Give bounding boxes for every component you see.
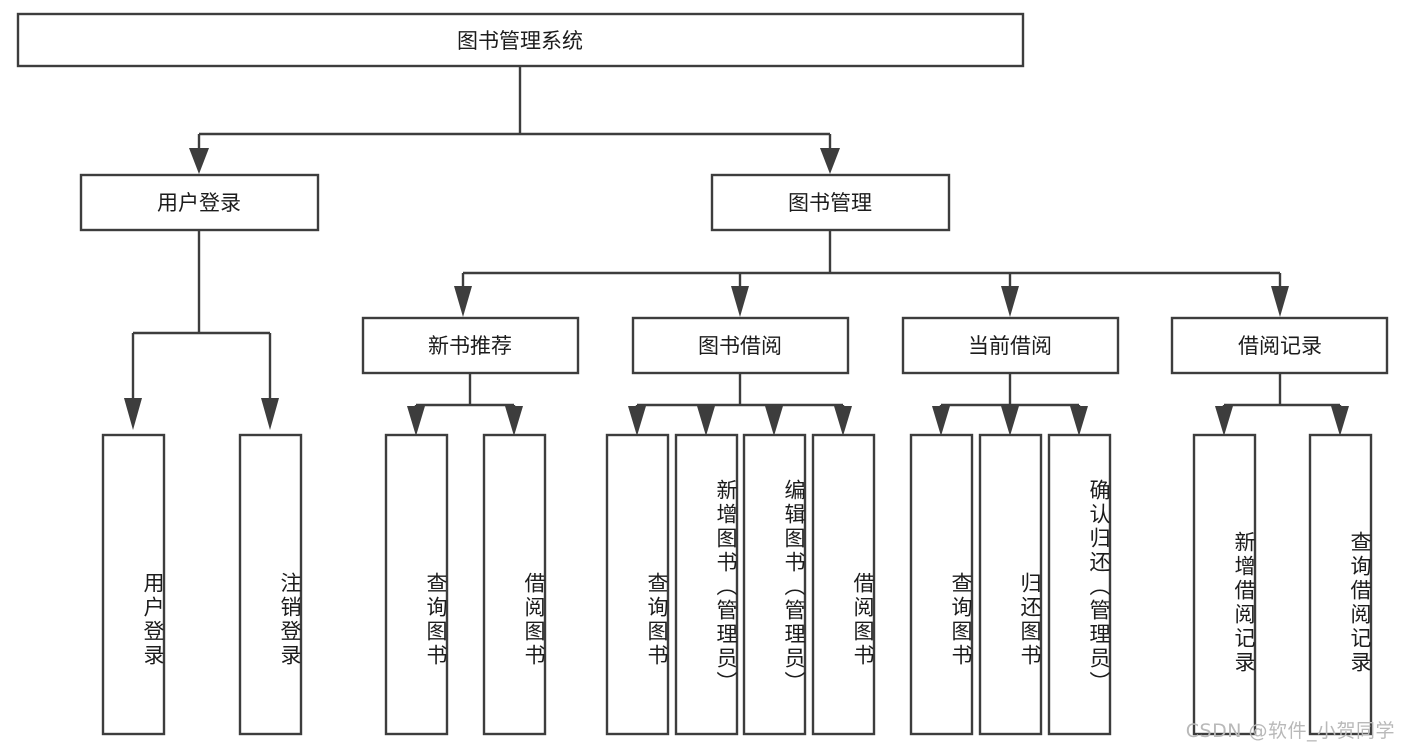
leaf-query-book-2-box [605, 433, 670, 736]
arrow-head-to-user-login [189, 148, 209, 174]
leaf-user-login-box [101, 433, 166, 736]
root-node-group: 图书管理系统 [16, 12, 1025, 68]
node-new-book-recommend-label: 新书推荐 [428, 334, 512, 358]
arrow-head-new-book-recommend [454, 286, 472, 317]
arrow-head-book-borrow [731, 286, 749, 317]
arrow-head-leaf-query-borrow-record [1331, 406, 1349, 436]
arrow-head-leaf-logout [261, 398, 279, 430]
arrow-head-leaf-borrow-book-1 [505, 406, 523, 436]
node-new-book-recommend-box [361, 316, 580, 375]
arrow-head-to-book-management [820, 148, 840, 174]
leaf-return-book-box [978, 433, 1043, 736]
node-borrow-record-group: 借阅记录 [1170, 316, 1389, 375]
arrow-head-leaf-query-book-3 [932, 406, 950, 436]
node-current-borrow-label: 当前借阅 [968, 334, 1052, 358]
node-user-login-group: 用户登录 [79, 173, 320, 232]
leaf-query-book-3-box [909, 433, 974, 736]
node-borrow-record-box [1170, 316, 1389, 375]
arrow-head-leaf-borrow-book-2 [834, 406, 852, 436]
root-node-label: 图书管理系统 [457, 29, 583, 53]
leaf-query-book-1-box [384, 433, 449, 736]
arrow-head-leaf-add-borrow-record [1215, 406, 1233, 436]
leaf-borrow-book-2-box [811, 433, 876, 736]
node-new-book-recommend-group: 新书推荐 [361, 316, 580, 375]
node-book-borrow-box [631, 316, 850, 375]
node-book-management-group: 图书管理 [710, 173, 951, 232]
root-node-box [16, 12, 1025, 68]
leaf-query-borrow-record-box [1308, 433, 1373, 736]
node-current-borrow-box [901, 316, 1120, 375]
arrow-head-leaf-confirm-return-admin [1070, 406, 1088, 436]
arrow-head-current-borrow [1001, 286, 1019, 317]
leaf-logout-box [238, 433, 303, 736]
leaf-add-borrow-record-box [1192, 433, 1257, 736]
node-book-management-box [710, 173, 951, 232]
arrow-head-leaf-add-book-admin [697, 406, 715, 436]
arrow-head-leaf-user-login [124, 398, 142, 430]
arrow-head-leaf-edit-book-admin [765, 406, 783, 436]
node-user-login-label: 用户登录 [157, 191, 241, 215]
node-book-borrow-label: 图书借阅 [698, 334, 782, 358]
node-book-borrow-group: 图书借阅 [631, 316, 850, 375]
leaf-borrow-book-1-box [482, 433, 547, 736]
node-book-management-label: 图书管理 [788, 191, 872, 215]
leaf-confirm-return-admin-box [1047, 433, 1112, 736]
node-current-borrow-group: 当前借阅 [901, 316, 1120, 375]
leaf-add-book-admin-box [674, 433, 739, 736]
node-borrow-record-label: 借阅记录 [1238, 334, 1322, 358]
arrow-head-leaf-query-book-1 [407, 406, 425, 436]
arrow-head-borrow-record [1271, 286, 1289, 317]
leaf-edit-book-admin-box [742, 433, 807, 736]
arrow-head-leaf-query-book-2 [628, 406, 646, 436]
csdn-watermark: CSDN @软件_小贺同学 [1185, 720, 1395, 742]
arrow-head-leaf-return-book [1001, 406, 1019, 436]
